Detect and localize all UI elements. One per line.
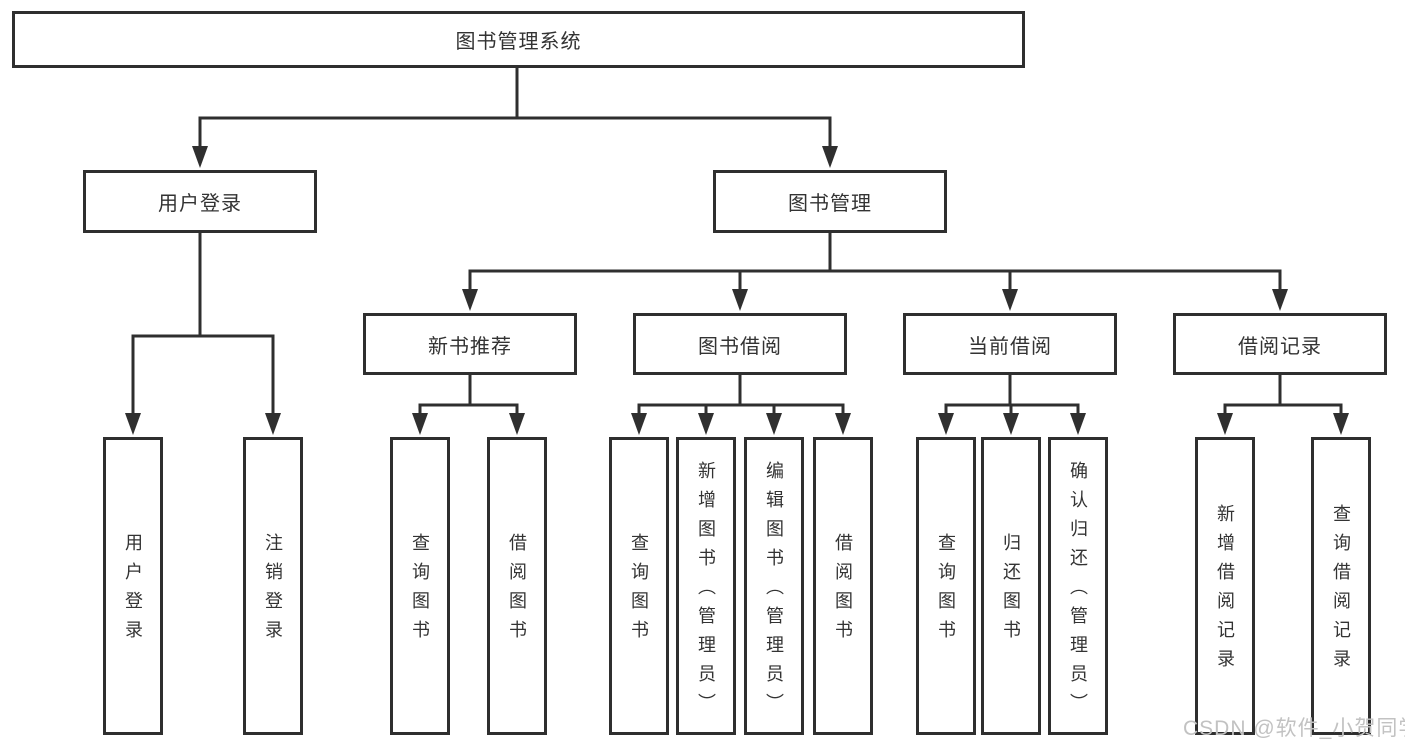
node-user-login: 用户登录 [83, 170, 317, 233]
leaf-query-books-borrowing: 查询图书 [609, 437, 669, 735]
watermark: CSDN @软件_小贺同学 [1183, 717, 1405, 740]
arrowhead-icon [1070, 413, 1086, 435]
arrowhead-icon [509, 413, 525, 435]
leaf-user-login: 用户登录 [103, 437, 163, 735]
leaf-add-borrow-record: 新增借阅记录 [1195, 437, 1255, 735]
arrowhead-icon [1333, 413, 1349, 435]
leaf-edit-books-admin: 编辑图书（管理员） [744, 437, 804, 735]
leaf-borrow-books-recommend: 借阅图书 [487, 437, 547, 735]
leaf-confirm-return-admin: 确认归还（管理员） [1048, 437, 1108, 735]
arrowhead-icon [835, 413, 851, 435]
connector-book-borrowing-to-leaves [631, 373, 851, 435]
arrowhead-icon [766, 413, 782, 435]
leaf-return-books: 归还图书 [981, 437, 1041, 735]
arrowhead-icon [462, 289, 478, 311]
node-current-borrowing: 当前借阅 [903, 313, 1117, 375]
arrowhead-icon [938, 413, 954, 435]
leaf-borrow-books-borrowing: 借阅图书 [813, 437, 873, 735]
arrowhead-icon [732, 289, 748, 311]
arrowhead-icon [265, 413, 281, 435]
leaf-add-books-admin: 新增图书（管理员） [676, 437, 736, 735]
arrowhead-icon [192, 146, 208, 168]
arrowhead-icon [125, 413, 141, 435]
arrowhead-icon [1272, 289, 1288, 311]
node-book-management: 图书管理 [713, 170, 947, 233]
arrowhead-icon [631, 413, 647, 435]
connector-user-login-to-leaves [125, 231, 281, 435]
arrowhead-icon [1217, 413, 1233, 435]
connector-borrowing-records-to-leaves [1217, 373, 1349, 435]
arrowhead-icon [1002, 289, 1018, 311]
leaf-query-books-recommend: 查询图书 [390, 437, 450, 735]
arrowhead-icon [698, 413, 714, 435]
connector-new-book-recommend-to-leaves [412, 373, 525, 435]
arrowhead-icon [412, 413, 428, 435]
connector-current-borrowing-to-leaves [938, 373, 1086, 435]
leaf-query-books-current: 查询图书 [916, 437, 976, 735]
leaf-logout: 注销登录 [243, 437, 303, 735]
node-borrowing-records: 借阅记录 [1173, 313, 1387, 375]
arrowhead-icon [822, 146, 838, 168]
connector-root-to-level2 [192, 66, 838, 168]
node-library-management-system: 图书管理系统 [12, 11, 1025, 68]
node-book-borrowing: 图书借阅 [633, 313, 847, 375]
connector-book-management-to-level3 [462, 231, 1288, 311]
leaf-query-borrow-record: 查询借阅记录 [1311, 437, 1371, 735]
arrowhead-icon [1003, 413, 1019, 435]
node-new-book-recommend: 新书推荐 [363, 313, 577, 375]
